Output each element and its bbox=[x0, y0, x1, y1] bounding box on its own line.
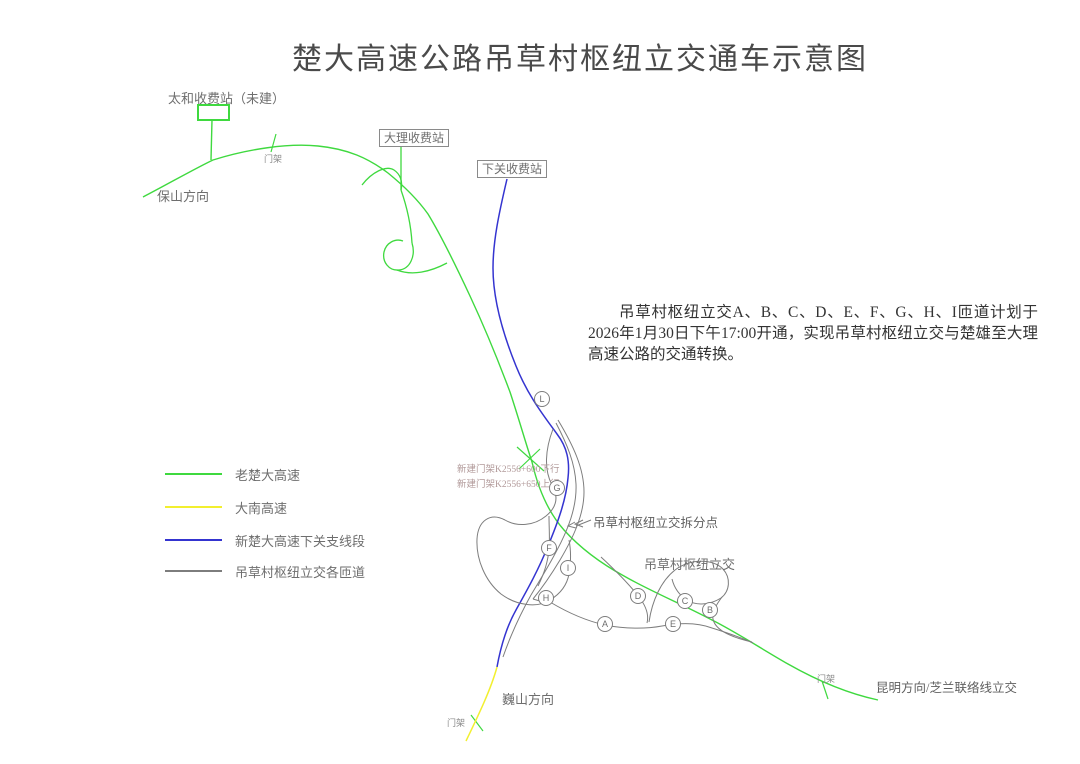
ramp-circle-g: G bbox=[549, 480, 565, 496]
split-point-label: 吊草村枢纽立交拆分点 bbox=[593, 516, 719, 530]
legend-swatch-blue bbox=[165, 539, 222, 541]
dali-toll-box: 大理收费站 bbox=[379, 129, 450, 147]
opening-notice-text: 吊草村枢纽立交A、B、C、D、E、F、G、H、I匝道计划于2026年1月30日下… bbox=[588, 304, 1038, 363]
legend-item-ramps: 吊草村枢纽立交各匝道 bbox=[165, 564, 366, 580]
ramp-circle-d: D bbox=[630, 588, 646, 604]
ramp-circle-b: B bbox=[702, 602, 718, 618]
xiaguan-toll-box: 下关收费站 bbox=[477, 160, 548, 178]
weishan-direction-label: 巍山方向 bbox=[502, 692, 555, 707]
legend-label: 吊草村枢纽立交各匝道 bbox=[235, 564, 366, 580]
legend-swatch-green bbox=[165, 473, 222, 475]
ramp-circle-f: F bbox=[541, 540, 557, 556]
gantry-tick-south bbox=[470, 714, 484, 732]
interchange-ramp-lens-b bbox=[532, 419, 585, 600]
ramp-circle-i: I bbox=[560, 560, 576, 576]
danan-expressway-line bbox=[465, 666, 498, 742]
interchange-ramp-loop-h bbox=[476, 516, 571, 606]
gantry-label-south: 门架 bbox=[447, 718, 466, 728]
new-gantry-up-label: 新建门架K2556+650上行 bbox=[457, 480, 560, 490]
legend-swatch-yellow bbox=[165, 506, 222, 508]
legend-swatch-gray bbox=[165, 570, 222, 572]
legend-item-danan: 大南高速 bbox=[165, 500, 288, 516]
page-title: 楚大高速公路吊草村枢纽立交通车示意图 bbox=[292, 43, 868, 76]
gantry-label-east: 门架 bbox=[817, 674, 836, 684]
interchange-ramp-tail bbox=[502, 594, 532, 658]
legend-label: 新楚大高速下关支线段 bbox=[235, 533, 366, 549]
legend-item-xiaguan-branch: 新楚大高速下关支线段 bbox=[165, 533, 366, 549]
ramp-circle-l: L bbox=[534, 391, 550, 407]
trumpet-tangent bbox=[396, 262, 448, 274]
trumpet-ramp bbox=[400, 189, 413, 244]
ramp-circle-e: E bbox=[665, 616, 681, 632]
gantry-label-west: 门架 bbox=[264, 154, 283, 164]
legend-item-old-chuda: 老楚大高速 bbox=[165, 467, 301, 483]
new-gantry-down-label: 新建门架K2556+600下行 bbox=[457, 465, 560, 475]
old-chuda-mainline bbox=[142, 144, 879, 701]
taihe-toll-label: 太和收费站（未建） bbox=[168, 91, 286, 106]
interchange-ramp-g bbox=[504, 428, 557, 525]
interchange-name-label: 吊草村枢纽立交 bbox=[644, 557, 736, 572]
ramp-circle-a: A bbox=[597, 616, 613, 632]
taihe-toll-box bbox=[197, 104, 230, 121]
gantry-cross-mark bbox=[516, 446, 545, 472]
ramp-circle-c: C bbox=[677, 593, 693, 609]
interchange-ramp-b bbox=[712, 596, 753, 643]
ramp-circle-h: H bbox=[538, 590, 554, 606]
legend-label: 老楚大高速 bbox=[235, 467, 301, 483]
gantry-tick-east bbox=[821, 680, 829, 700]
split-point-leader bbox=[566, 519, 592, 529]
gantry-tick-west bbox=[270, 133, 277, 153]
baoshan-direction-label: 保山方向 bbox=[157, 189, 210, 204]
trumpet-loop bbox=[383, 239, 414, 271]
taihe-toll-stub bbox=[210, 119, 213, 161]
xiaguan-branch-line bbox=[492, 178, 570, 668]
kunming-direction-label: 昆明方向/芝兰联络线立交 bbox=[876, 681, 1017, 695]
legend-label: 大南高速 bbox=[235, 500, 288, 516]
